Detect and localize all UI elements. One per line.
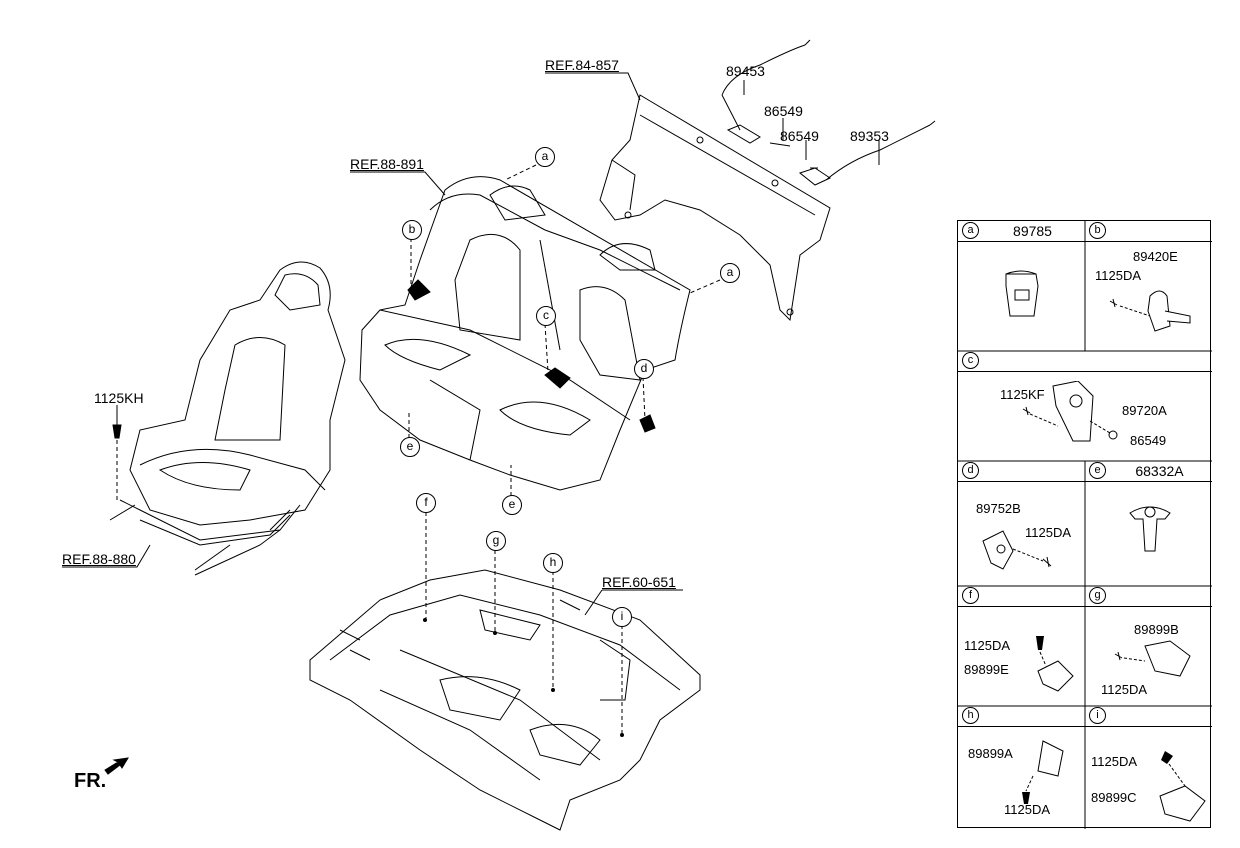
part-89899c-label[interactable]: 89899C (1091, 790, 1137, 805)
part-89899e-label[interactable]: 89899E (964, 662, 1009, 677)
part-1125da-label[interactable]: 1125DA (964, 638, 1011, 653)
bracket-89899e-icon (1036, 636, 1074, 692)
callout-e: e (502, 495, 522, 515)
part-1125kf-label[interactable]: 1125KF (1000, 387, 1045, 402)
floor-panel (309, 569, 701, 831)
part-89353-label[interactable]: 89353 (850, 128, 889, 144)
letter-circle-d: d (962, 462, 979, 479)
legend-header-f: f (958, 586, 1085, 607)
part-1125da-label[interactable]: 1125DA (1004, 802, 1051, 817)
part-1125da-label[interactable]: 1125DA (1095, 268, 1142, 283)
part-1125kh-label[interactable]: 1125KH (94, 390, 144, 406)
part-89899b-label[interactable]: 89899B (1134, 622, 1179, 637)
legend-header-e: e 68332A (1085, 461, 1212, 482)
legend-cell-d[interactable]: d 89752B 1125DA (958, 461, 1085, 586)
legend-header-a: a 89785 (958, 221, 1085, 242)
part-1125da-label[interactable]: 1125DA (1101, 682, 1148, 697)
callout-h: h (543, 553, 563, 573)
legend-cell-b[interactable]: b 89420E 1125DA (1085, 221, 1212, 351)
legend-header-h: h (958, 706, 1085, 727)
letter-circle-f: f (962, 587, 979, 604)
part-89785-label[interactable]: 89785 (1013, 223, 1052, 239)
part-86549-label[interactable]: 86549 (1130, 433, 1167, 448)
legend-cell-h[interactable]: h 89899A 1125DA (958, 706, 1085, 829)
bracket-89899b-icon (1114, 640, 1191, 677)
front-seat (109, 261, 346, 576)
rear-panel-bracket (599, 39, 936, 322)
legend-cell-a[interactable]: a 89785 (958, 221, 1085, 351)
ref-88-891-label[interactable]: REF.88-891 (350, 156, 424, 172)
letter-circle-b: b (1089, 222, 1106, 239)
legend-cell-c[interactable]: c 1125KF 89720A 86549 (958, 351, 1212, 461)
legend-cell-i[interactable]: i 1125DA 89899C (1085, 706, 1212, 829)
letter-circle-g: g (1089, 587, 1106, 604)
part-68332a-label[interactable]: 68332A (1135, 463, 1184, 479)
bushing-89785-icon (1005, 270, 1039, 317)
ref-84-857-label[interactable]: REF.84-857 (545, 57, 619, 73)
callout-b: b (402, 220, 422, 240)
legend-header-b: b (1085, 221, 1212, 242)
letter-circle-e: e (1089, 462, 1106, 479)
part-89420e-label[interactable]: 89420E (1133, 249, 1178, 264)
parts-legend-table: a 89785 b 89420E 1125DA c 1125KF 89720A … (957, 220, 1212, 829)
callout-a: a (720, 263, 740, 283)
front-arrow-icon (104, 757, 129, 775)
callout-g: g (486, 531, 506, 551)
bracket-89899c-icon (1159, 751, 1206, 822)
leader-lines (62, 72, 880, 735)
part-1125da-label[interactable]: 1125DA (1025, 525, 1072, 540)
legend-grid (958, 221, 1212, 829)
legend-header-c: c (958, 351, 1212, 372)
letter-circle-c: c (962, 352, 979, 369)
callout-f: f (416, 493, 436, 513)
part-86549-label[interactable]: 86549 (780, 128, 819, 144)
callout-c: c (536, 306, 556, 326)
letter-circle-i: i (1089, 707, 1106, 724)
callout-a: a (535, 147, 555, 167)
part-89720a-label[interactable]: 89720A (1122, 403, 1167, 418)
hook-89420e-icon (1109, 290, 1191, 332)
legend-cell-g[interactable]: g 89899B 1125DA (1085, 586, 1212, 706)
clip-68332a-icon (1129, 506, 1171, 552)
bracket-89899a-icon (1022, 740, 1064, 804)
legend-cell-e[interactable]: e 68332A (1085, 461, 1212, 586)
legend-header-d: d (958, 461, 1085, 482)
legend-cell-f[interactable]: f 1125DA 89899E (958, 586, 1085, 706)
rear-bench-seat (359, 176, 691, 491)
ref-88-880-label[interactable]: REF.88-880 (62, 551, 136, 567)
callout-i: i (612, 607, 632, 627)
letter-circle-h: h (962, 707, 979, 724)
part-86549-label[interactable]: 86549 (764, 103, 803, 119)
part-89752b-label[interactable]: 89752B (976, 501, 1021, 516)
anchor-89720a-icon (1022, 381, 1118, 442)
callout-e: e (400, 437, 420, 457)
part-89453-label[interactable]: 89453 (726, 63, 765, 79)
legend-header-g: g (1085, 586, 1212, 607)
front-direction-label: FR. (74, 770, 107, 792)
part-1125da-label[interactable]: 1125DA (1091, 754, 1138, 769)
callout-d: d (634, 359, 654, 379)
legend-header-i: i (1085, 706, 1212, 727)
letter-circle-a: a (962, 222, 979, 239)
ref-60-651-label[interactable]: REF.60-651 (602, 574, 676, 590)
part-89899a-label[interactable]: 89899A (968, 746, 1013, 761)
hook-89752b-icon (982, 530, 1052, 570)
